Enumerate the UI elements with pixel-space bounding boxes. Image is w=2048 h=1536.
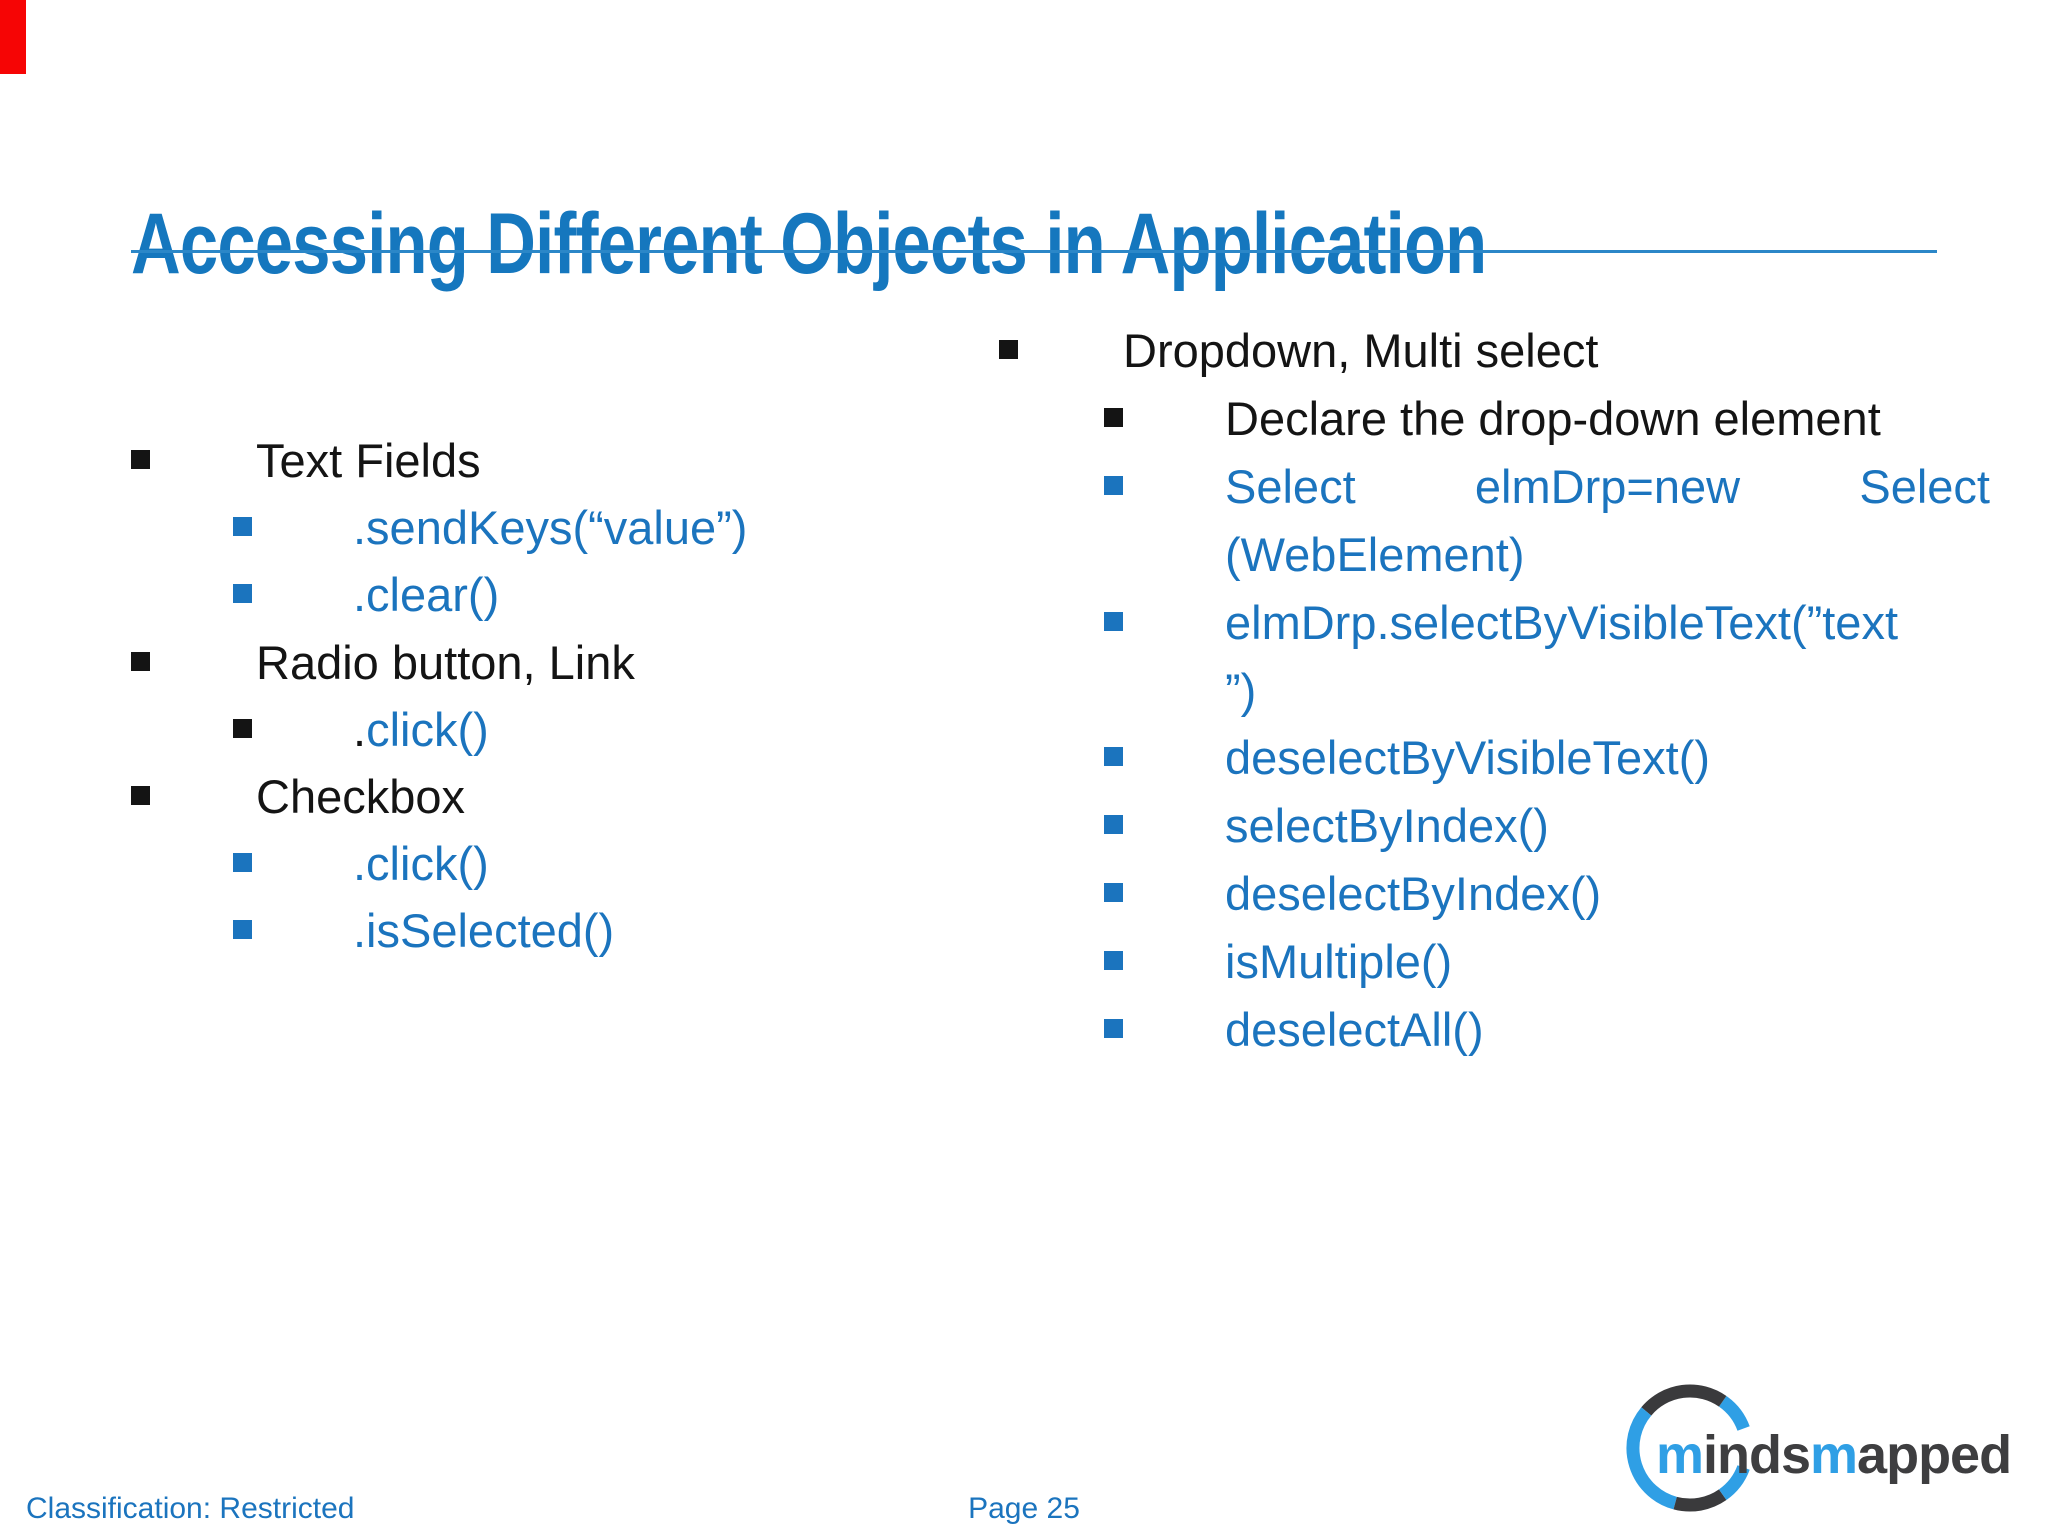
list-item: Text Fields bbox=[256, 434, 481, 487]
bullet-square-icon bbox=[1104, 815, 1123, 835]
bullet-square-icon bbox=[131, 450, 150, 469]
list-item-word: elmDrp=new bbox=[1474, 459, 1741, 513]
page-number: Page 25 bbox=[968, 1492, 1080, 1525]
list-item: .clear() bbox=[353, 568, 500, 622]
bullet-square-icon bbox=[233, 920, 252, 940]
list-item: deselectByIndex() bbox=[1225, 867, 1602, 921]
list-item: Checkbox bbox=[256, 770, 465, 823]
bullet-square-icon bbox=[233, 517, 252, 537]
bullet-square-icon bbox=[1104, 475, 1123, 495]
title-underline bbox=[131, 250, 1937, 253]
list-item-word: Select bbox=[1225, 459, 1356, 513]
bullet-square-icon bbox=[131, 651, 150, 671]
list-item: .click() bbox=[353, 837, 489, 891]
red-accent-bar bbox=[0, 0, 26, 74]
bullet-square-icon bbox=[1104, 407, 1123, 427]
bullet-square-icon bbox=[1104, 747, 1123, 767]
bullet-square-icon bbox=[131, 786, 150, 805]
list-item: deselectAll() bbox=[1225, 1003, 1484, 1056]
list-item: Dropdown, Multi select bbox=[1123, 324, 1599, 377]
list-item: .click() bbox=[353, 702, 489, 756]
list-item: Select elmDrp=new Select bbox=[1225, 460, 1990, 514]
classification-label: Classification: Restricted bbox=[26, 1492, 355, 1525]
mindsmapped-logo: mindsmapped bbox=[1620, 1360, 2048, 1536]
bullet-square-icon bbox=[999, 340, 1018, 359]
page-title: Accessing Different Objects in Applicati… bbox=[131, 195, 1487, 292]
list-item-word: Select bbox=[1859, 459, 1990, 513]
list-item: .sendKeys(“value”) bbox=[353, 501, 748, 555]
bullet-square-icon bbox=[1104, 611, 1123, 631]
logo-text-segment: inds bbox=[1703, 1425, 1811, 1485]
list-item: isMultiple() bbox=[1225, 935, 1453, 989]
list-item: .isSelected() bbox=[353, 904, 615, 958]
list-item: (WebElement) bbox=[1225, 527, 1525, 581]
list-item: ”) bbox=[1225, 663, 1257, 717]
list-item: deselectByVisibleText() bbox=[1225, 731, 1711, 785]
logo-text-segment: m bbox=[1656, 1425, 1704, 1485]
logo-text-segment: m bbox=[1810, 1425, 1858, 1485]
logo-text-segment: apped bbox=[1857, 1425, 2012, 1485]
bullet-square-icon bbox=[1104, 883, 1123, 903]
list-item: selectByIndex() bbox=[1225, 799, 1549, 853]
logo-ring-icon bbox=[1626, 1384, 1750, 1512]
list-item: Declare the drop-down element bbox=[1225, 391, 1881, 445]
bullet-square-icon bbox=[1104, 1019, 1123, 1038]
bullet-square-icon bbox=[233, 718, 252, 738]
list-item: Radio button, Link bbox=[256, 635, 635, 689]
logo-wordmark: mindsmapped bbox=[1656, 1424, 2012, 1486]
bullet-square-icon bbox=[233, 853, 252, 873]
list-item: elmDrp.selectByVisibleText(”text bbox=[1225, 595, 1899, 649]
bullet-square-icon bbox=[1104, 951, 1123, 971]
bullet-square-icon bbox=[233, 584, 252, 604]
